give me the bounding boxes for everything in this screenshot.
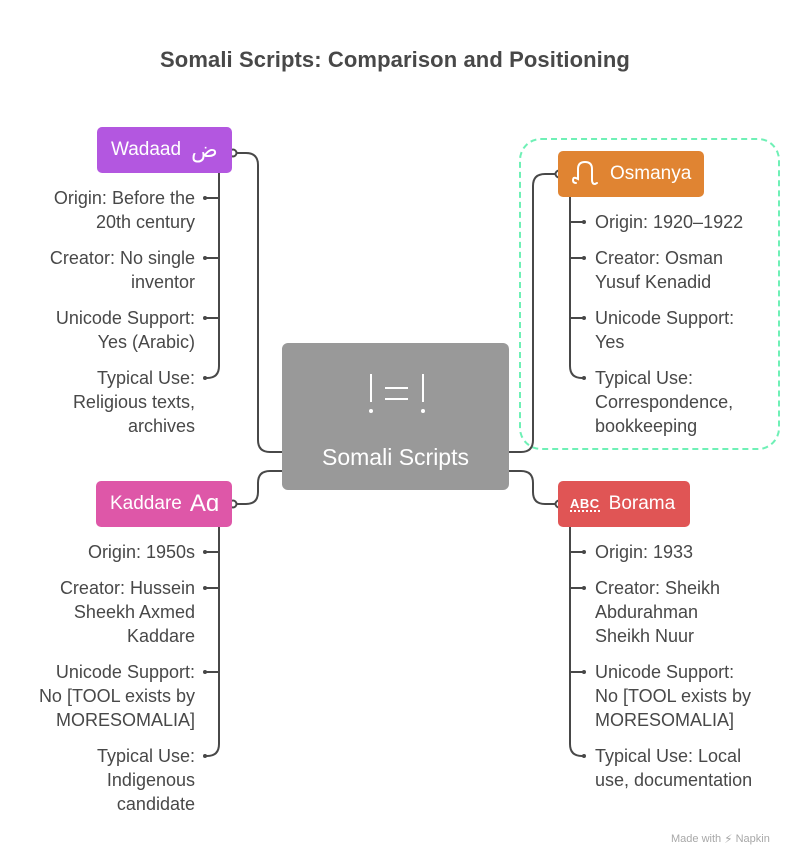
osmanya-item-unicode: Unicode Support: Yes <box>595 306 734 354</box>
leaf-line: Origin: 1920–1922 <box>595 212 744 232</box>
arabic-letter-dad-icon: ض <box>191 137 218 163</box>
leaf-line: Unicode Support: <box>55 662 195 682</box>
borama-item-origin: Origin: 1933 <box>595 540 693 564</box>
osmanya-item-origin: Origin: 1920–1922 <box>595 210 743 234</box>
kaddare-leaf-spine <box>205 527 220 757</box>
connector-center-borama <box>509 470 556 505</box>
leaf-line: 20th century <box>95 212 195 232</box>
osmanya-node[interactable]: Osmanya <box>558 151 704 197</box>
borama-leaf-spine <box>569 527 584 757</box>
leaf-line: No [TOOL exists by <box>595 686 752 706</box>
leaf-line: Origin: Before the <box>53 188 195 208</box>
kaddare-label: Kaddare <box>110 493 182 514</box>
leaf-line: archives <box>127 416 195 436</box>
wadaad-leaf-spine <box>205 173 220 379</box>
wadaad-item-use: Typical Use: Religious texts, archives <box>73 366 195 438</box>
leaf-line: Religious texts, <box>72 392 195 412</box>
leaf-line: Creator: Sheikh <box>595 578 721 598</box>
wadaad-item-origin: Origin: Before the 20th century <box>54 186 195 234</box>
leaf-line: Yusuf Kenadid <box>595 272 712 292</box>
leaf-line: Indigenous <box>106 770 195 790</box>
connector-center-wadaad <box>234 152 282 453</box>
connector-center-kaddare <box>234 470 282 505</box>
leaf-line: Unicode Support: <box>55 308 195 328</box>
napkin-brand-text: Napkin <box>735 833 770 845</box>
kaddare-node[interactable]: Kaddare Aɑ <box>96 481 232 527</box>
leaf-line: bookkeeping <box>595 416 698 436</box>
borama-item-unicode: Unicode Support: No [TOOL exists by MORESO… <box>595 660 751 732</box>
leaf-line: Correspondence, <box>595 392 734 412</box>
made-with-text: Made with <box>671 833 722 845</box>
leaf-line: use, documentation <box>595 770 753 790</box>
borama-item-use: Typical Use: Local use, documentation <box>595 744 752 792</box>
leaf-line: Creator: No single <box>49 248 195 268</box>
leaf-line: Origin: 1933 <box>595 542 694 562</box>
kaddare-item-unicode: Unicode Support: No [TOOL exists by MORESO… <box>39 660 195 732</box>
leaf-line: Sheekh Axmed <box>73 602 195 622</box>
borama-label: Borama <box>608 493 676 514</box>
font-letters-icon: Aɑ <box>189 490 220 517</box>
osmanya-item-use: Typical Use: Correspondence, bookkeeping <box>595 366 733 438</box>
borama-node[interactable]: ABC Borama <box>558 481 690 527</box>
leaf-line: Typical Use: <box>595 368 694 388</box>
leaf-line: Kaddare <box>126 626 195 646</box>
leaf-line: Creator: Osman <box>595 248 724 268</box>
not-equal-icon <box>369 374 425 413</box>
central-node[interactable]: Somali Scripts <box>282 343 509 490</box>
leaf-line: Unicode Support: <box>595 662 735 682</box>
leaf-line: Yes (Arabic) <box>97 332 195 352</box>
kaddare-item-origin: Origin: 1950s <box>88 540 195 564</box>
footer-watermark[interactable]: Made with ⚡ Napkin <box>671 832 770 846</box>
leaf-line: Yes <box>595 332 625 352</box>
wadaad-node[interactable]: Wadaad ض <box>97 127 232 173</box>
leaf-line: MORESOMALIA] <box>55 710 195 730</box>
spellcheck-abc-icon: ABC <box>570 495 600 512</box>
leaf-line: Typical Use: Local <box>595 746 742 766</box>
leaf-line: Unicode Support: <box>595 308 735 328</box>
napkin-logo-icon: ⚡ <box>724 832 733 846</box>
leaf-line: MORESOMALIA] <box>595 710 735 730</box>
leaf-line: Typical Use: <box>96 368 195 388</box>
osmanya-letter-icon <box>571 160 598 186</box>
diagram-title: Somali Scripts: Comparison and Positioni… <box>160 47 630 72</box>
central-node-label: Somali Scripts <box>322 444 469 470</box>
leaf-line: Creator: Hussein <box>59 578 195 598</box>
wadaad-item-creator: Creator: No single inventor <box>50 246 195 294</box>
wadaad-label: Wadaad <box>111 139 182 160</box>
leaf-line: Sheikh Nuur <box>595 626 695 646</box>
leaf-line: Typical Use: <box>96 746 195 766</box>
leaf-line: No [TOOL exists by <box>38 686 195 706</box>
leaf-line: Origin: 1950s <box>87 542 195 562</box>
osmanya-label: Osmanya <box>610 163 692 184</box>
leaf-line: candidate <box>116 794 195 814</box>
leaf-line: Abdurahman <box>595 602 699 622</box>
kaddare-item-use: Typical Use: Indigenous candidate <box>97 744 195 816</box>
wadaad-item-unicode: Unicode Support: Yes (Arabic) <box>56 306 195 354</box>
leaf-line: inventor <box>130 272 195 292</box>
